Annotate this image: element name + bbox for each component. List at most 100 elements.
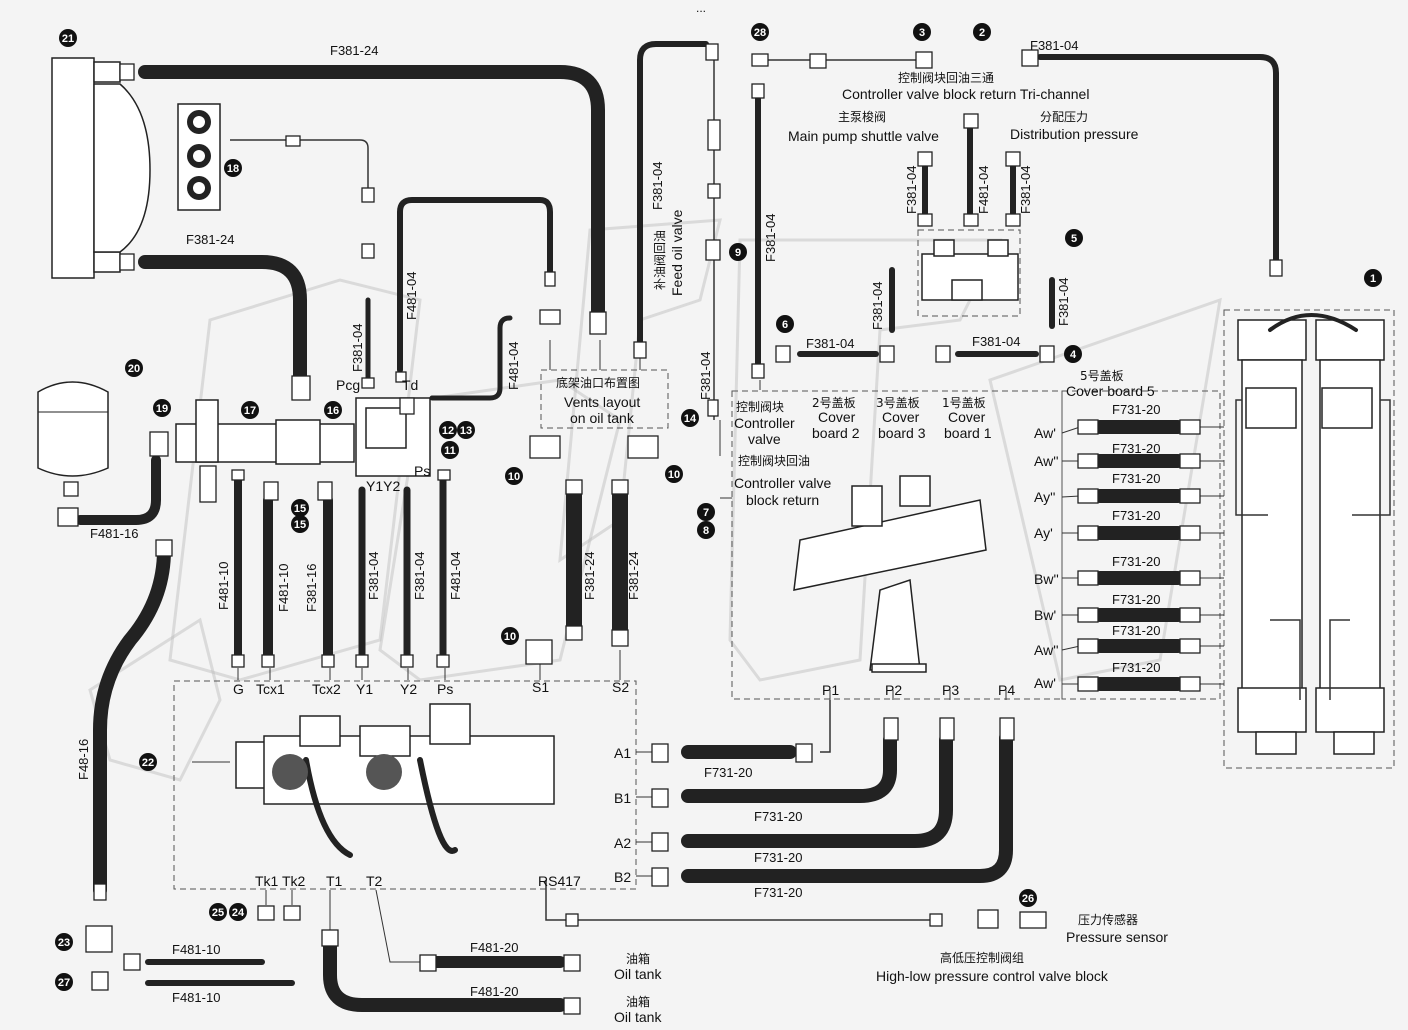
shuttle-en: Main pump shuttle valve <box>788 128 939 144</box>
cb2-cn: 2号盖板 <box>812 396 856 410</box>
dist-en: Distribution pressure <box>1010 126 1139 142</box>
callout-badge: 15 <box>291 499 309 517</box>
port-label: P1 <box>822 682 839 698</box>
port-label: Tcx2 <box>312 681 341 697</box>
control-valve-16 <box>355 397 431 477</box>
annotations: 控制阀块回油三通 Controller valve block return T… <box>556 71 1168 1025</box>
callout-number: 28 <box>754 27 766 39</box>
callout-number: 15 <box>294 503 306 515</box>
callout-badge: 25 <box>209 903 227 921</box>
hose-label: F481-10 <box>172 990 220 1005</box>
port-label: Aw'' <box>1034 453 1059 469</box>
cv-en2: valve <box>748 431 781 447</box>
callout-badge: 23 <box>55 933 73 951</box>
cb2-en2: board 2 <box>812 425 860 441</box>
hose-label: F481-10 <box>216 562 231 610</box>
port-label: Tk1 <box>255 873 279 889</box>
callout-badge: 12 <box>439 421 457 439</box>
hose-label: F381-04 <box>763 214 778 262</box>
port-label: Aw' <box>1034 675 1056 691</box>
callout-number: 3 <box>919 27 925 39</box>
hose-label: F481-16 <box>90 526 138 541</box>
callout-badge: 22 <box>139 753 157 771</box>
callout-badge: 15 <box>291 515 309 533</box>
hl-valve-en: High-low pressure control valve block <box>876 968 1109 984</box>
sensor-cn: 压力传感器 <box>1078 912 1138 927</box>
callout-badge: 27 <box>55 973 73 991</box>
tri-channel-cn: 控制阀块回油三通 <box>898 71 994 85</box>
callout-number: 1 <box>1370 273 1376 285</box>
port-label: Y2 <box>400 681 417 697</box>
hose-label: F481-04 <box>404 272 419 320</box>
hose-label: F481-20 <box>470 940 518 955</box>
callout-badge: 19 <box>153 399 171 417</box>
hose-label: F731-20 <box>1112 441 1160 456</box>
hose-label: F381-24 <box>330 43 378 58</box>
port-label: Pcg <box>336 377 360 393</box>
port-label: T1 <box>326 873 343 889</box>
dist-cn: 分配压力 <box>1040 110 1088 124</box>
hose-label: F731-20 <box>1112 623 1160 638</box>
hose-label: F381-04 <box>698 352 713 400</box>
hose-label: F381-04 <box>1030 38 1078 53</box>
callout-badge: 5 <box>1065 229 1083 247</box>
port-label: Y1Y2 <box>366 478 400 494</box>
hoses <box>75 41 1279 1012</box>
cb1-en2: board 1 <box>944 425 992 441</box>
callout-badge: 1 <box>1364 269 1382 287</box>
feed-oil-cn: 补油阀回油 <box>653 230 667 290</box>
cb3-en2: board 3 <box>878 425 926 441</box>
cvr-en2: block return <box>746 492 819 508</box>
port-label: Tk2 <box>282 873 306 889</box>
callout-number: 10 <box>508 471 520 483</box>
port-label: RS417 <box>538 873 581 889</box>
callout-badge: 7 <box>697 503 715 521</box>
callout-number: 4 <box>1070 349 1077 361</box>
port-label: Bw' <box>1034 607 1056 623</box>
hose-label: F481-04 <box>448 552 463 600</box>
sensor-en: Pressure sensor <box>1066 929 1168 945</box>
cvr-en1: Controller valve <box>734 475 831 491</box>
hose-label: F731-20 <box>754 809 802 824</box>
cb2-en1: Cover <box>818 409 856 425</box>
hose-label: F731-20 <box>754 850 802 865</box>
hose-label: F381-04 <box>350 324 365 372</box>
callout-badge: 10 <box>505 467 523 485</box>
hose-label: F381-04 <box>972 334 1020 349</box>
port-label: P3 <box>942 682 959 698</box>
radiator <box>51 57 151 279</box>
port-label: G <box>233 681 244 697</box>
callout-badge: 2 <box>973 23 991 41</box>
tank1-en: Oil tank <box>614 966 662 982</box>
hose-label: F381-24 <box>626 552 641 600</box>
accumulator <box>37 381 109 497</box>
port-label: Td <box>402 377 418 393</box>
tank2-en: Oil tank <box>614 1009 662 1025</box>
tank1-cn: 油箱 <box>626 951 650 966</box>
callout-number: 21 <box>62 33 74 45</box>
port-label: S1 <box>532 679 549 695</box>
hose-label: F731-20 <box>1112 402 1160 417</box>
header-dots: ... <box>696 1 706 15</box>
port-label: B2 <box>614 869 631 885</box>
port-label: Aw'' <box>1034 642 1059 658</box>
port-label: A1 <box>614 745 631 761</box>
port-label: T2 <box>366 873 383 889</box>
hose-label: F481-10 <box>172 942 220 957</box>
callout-number: 6 <box>782 319 788 331</box>
hose-label: F381-04 <box>806 336 854 351</box>
callout-number: 20 <box>128 363 140 375</box>
fittings <box>57 43 1283 1015</box>
callout-number: 10 <box>504 631 516 643</box>
callout-badge: 17 <box>241 401 259 419</box>
hose-label: F381-04 <box>412 552 427 600</box>
callout-badge: 16 <box>324 401 342 419</box>
callout-badge: 10 <box>501 627 519 645</box>
hose-label: F48-16 <box>76 739 91 780</box>
port-label: S2 <box>612 679 629 695</box>
callout-number: 15 <box>294 519 306 531</box>
port-label: Bw'' <box>1034 571 1059 587</box>
cb1-en1: Cover <box>948 409 986 425</box>
callout-number: 23 <box>58 937 70 949</box>
hose-label: F731-20 <box>754 885 802 900</box>
